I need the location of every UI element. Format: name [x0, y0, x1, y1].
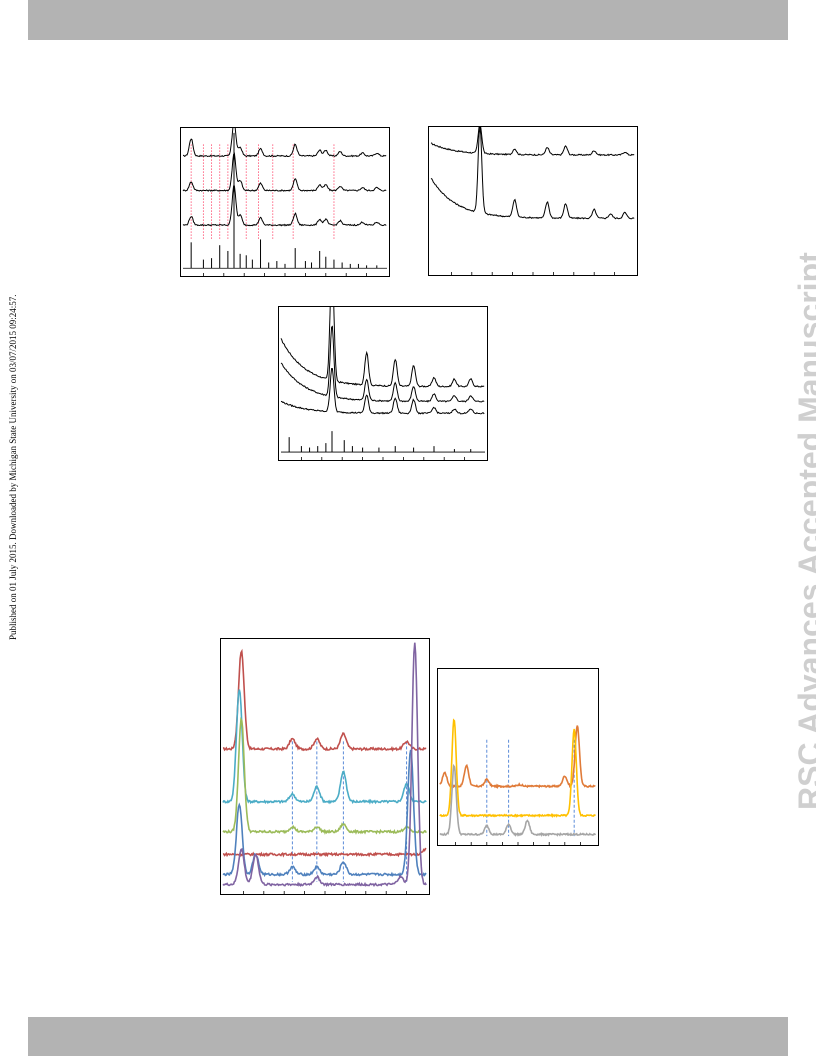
pattern-series-6 — [222, 642, 427, 888]
pattern-series-3 — [222, 716, 427, 835]
pattern-series-2 — [439, 718, 596, 819]
xrd-figure-top-right — [428, 126, 638, 276]
pattern-series-5 — [222, 749, 427, 878]
footer-band — [28, 1017, 788, 1056]
raman-left-plot — [220, 638, 430, 895]
pattern-series-3 — [182, 185, 387, 227]
xrd-middle-plot — [278, 306, 488, 461]
pattern-series-2 — [280, 325, 485, 403]
xrd-figure-top-left — [180, 127, 390, 277]
pattern-series-1 — [430, 126, 635, 157]
plot-frame — [278, 306, 488, 461]
pattern-series-1 — [222, 648, 427, 752]
plot-frame — [428, 126, 638, 276]
publication-note: Published on 01 July 2015. Downloaded by… — [8, 294, 18, 640]
pattern-series-4 — [222, 847, 427, 858]
pattern-series-3 — [439, 763, 597, 837]
pattern-series-1 — [280, 306, 485, 388]
pattern-series-2 — [222, 689, 427, 805]
pattern-series-1 — [183, 127, 387, 158]
pattern-series-1 — [439, 725, 596, 790]
pattern-series-2 — [182, 152, 387, 192]
xrd-top-right-plot — [428, 126, 638, 276]
raman-figure-left — [220, 638, 430, 895]
xrd-figure-middle — [278, 306, 488, 461]
raman-figure-right — [437, 668, 599, 846]
xrd-top-left-plot — [180, 127, 390, 277]
header-band — [28, 0, 788, 40]
pattern-series-3 — [280, 367, 485, 415]
pattern-series-2 — [430, 126, 635, 220]
raman-right-plot — [437, 668, 599, 846]
accepted-manuscript-watermark: RSC Advances Accepted Manuscript — [792, 252, 816, 810]
